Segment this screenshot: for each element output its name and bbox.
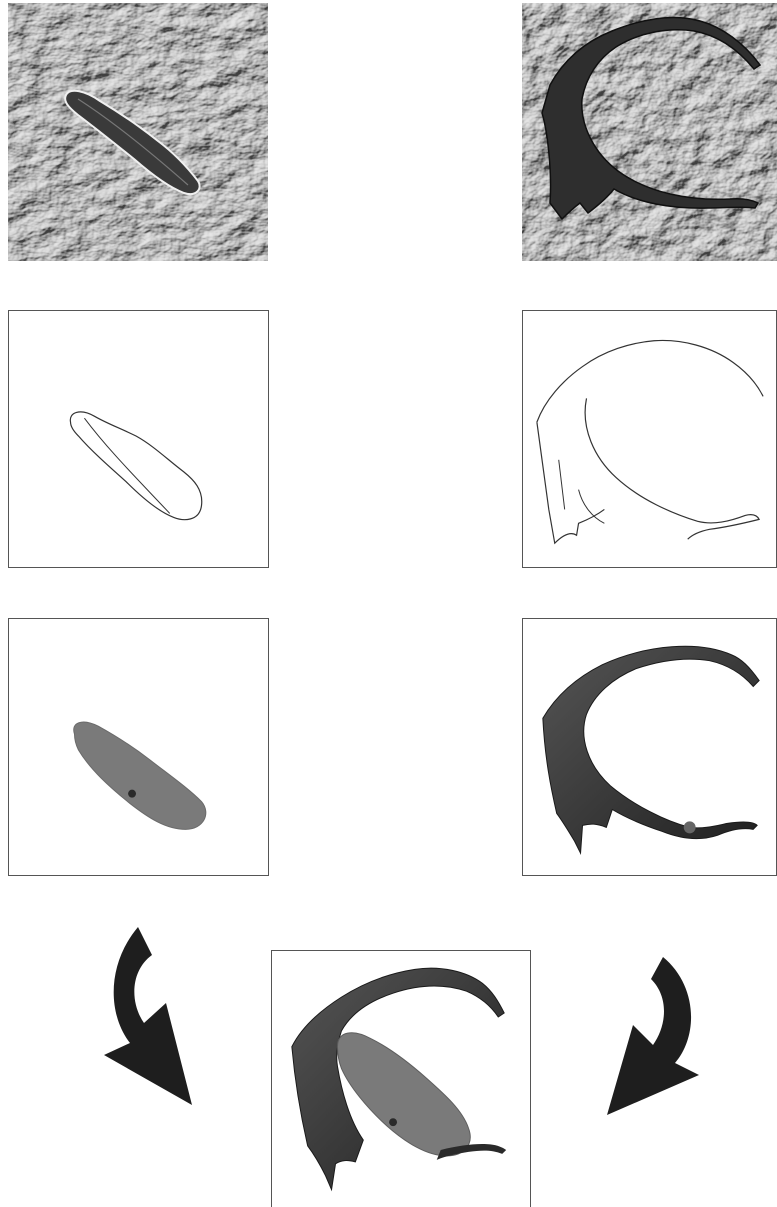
elongated-center-dot [128,790,136,798]
arc-inner-outline [585,398,759,539]
curved-arrow-down-left-icon [605,955,703,1115]
filled-elongated-slide [8,618,269,876]
arrow-shape [104,927,192,1105]
terrain-relief-svg [522,3,777,261]
terrain-image-arc-slide [522,3,777,261]
filled-arc-slide [522,618,777,876]
arc-left-tick [559,460,565,510]
filled-svg [9,619,268,875]
combined-svg [272,951,530,1207]
outline-svg [9,311,268,567]
outline-elongated-slide [8,310,269,568]
combined-center-dot [389,1118,397,1126]
arc-foot-outline [579,490,605,524]
combined-slides-result [271,950,531,1207]
outline-arc-slide [522,310,777,568]
arrow-svg [100,925,195,1105]
arc-lower-outline [537,422,604,543]
elongated-inner-line [84,418,169,513]
elongated-fill-shape [74,722,206,829]
terrain-image-elongated-slide [8,3,268,261]
arc-fill-shape [543,646,759,853]
terrain-relief-svg [8,3,268,261]
arrow-shape [607,957,699,1115]
arrow-svg [605,955,703,1115]
outline-svg [523,311,776,567]
arc-outer-outline [537,340,763,422]
elongated-outline-path [70,412,201,520]
arc-toe-blob [684,821,696,833]
filled-svg [523,619,776,875]
curved-arrow-down-right-icon [100,925,195,1105]
